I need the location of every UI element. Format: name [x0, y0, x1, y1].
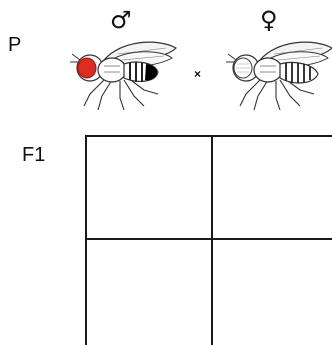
punnett-square: [85, 135, 332, 345]
male-symbol: ♂: [110, 6, 132, 34]
grid-top-border: [85, 135, 332, 137]
grid-middle-vertical: [211, 135, 213, 345]
grid-left-border: [85, 135, 87, 345]
f1-generation-label: F1: [22, 144, 46, 166]
fruit-fly-male-red-eye-icon: [70, 41, 177, 111]
p-generation-label: P: [8, 34, 22, 56]
cross-sign: ×: [194, 67, 202, 81]
female-symbol: ♀: [260, 6, 278, 34]
fruit-fly-female-white-eye-icon: [226, 41, 332, 111]
grid-middle-horizontal: [85, 238, 332, 240]
